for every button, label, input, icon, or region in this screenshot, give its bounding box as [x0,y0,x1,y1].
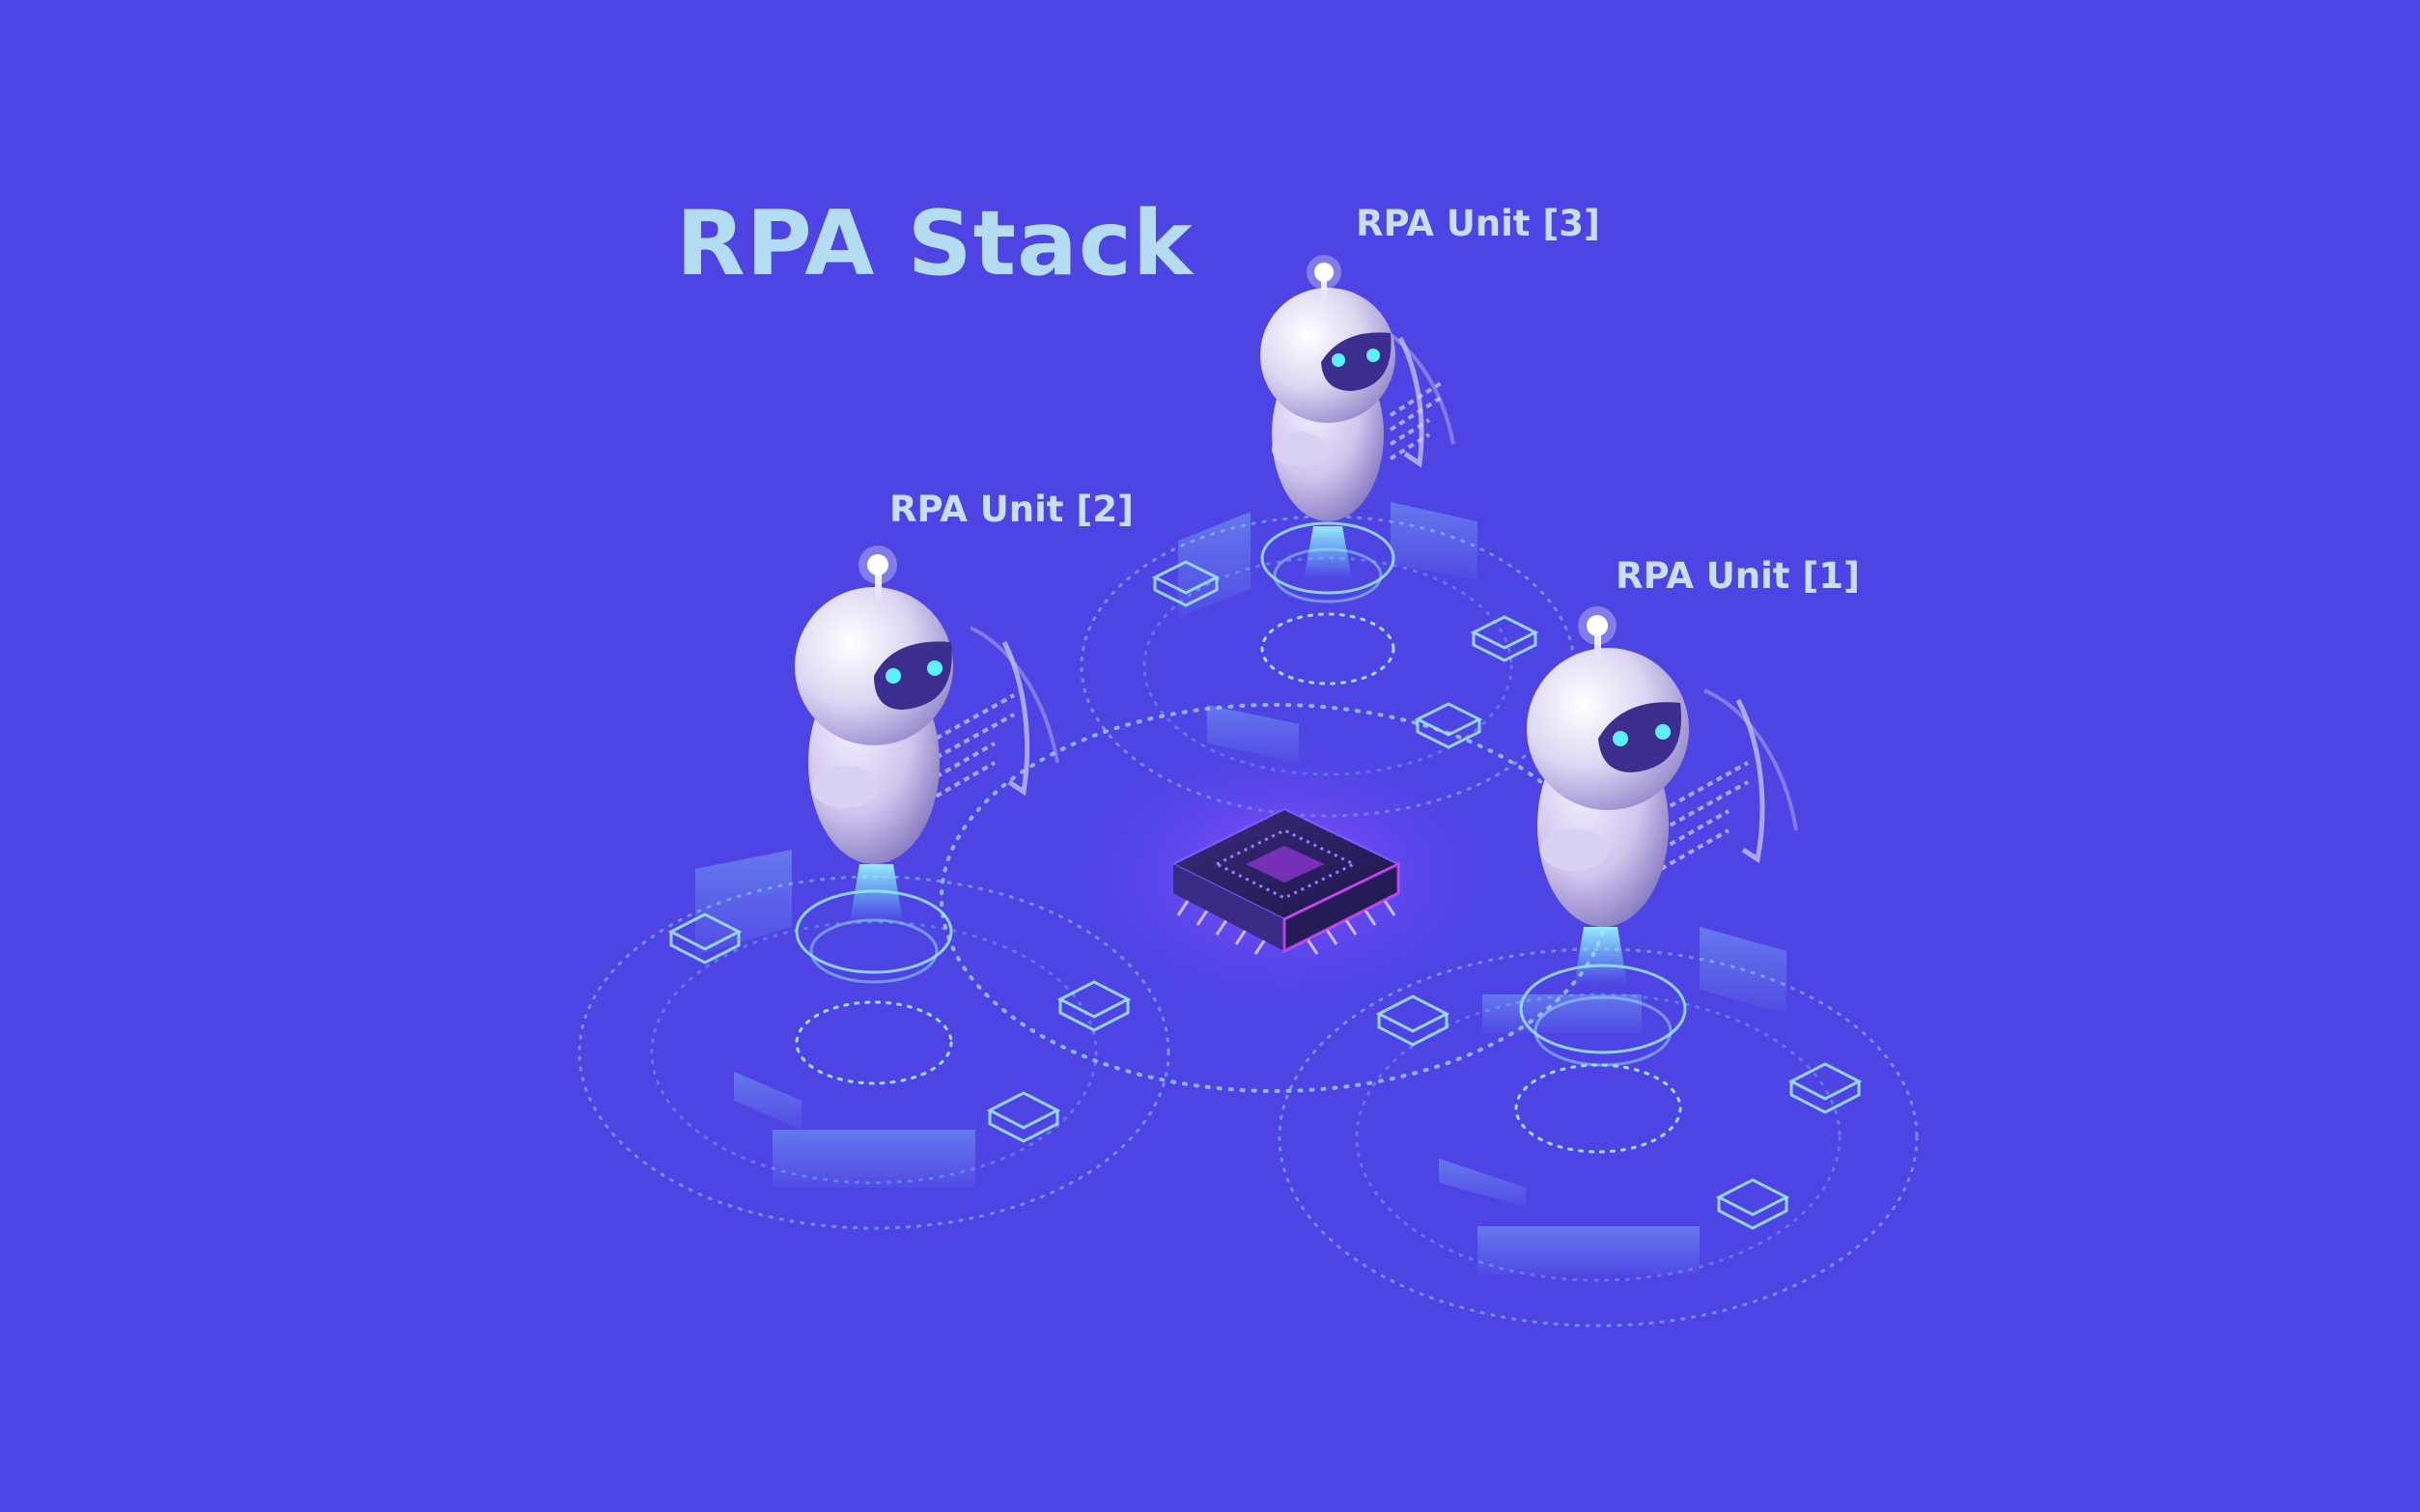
tile-icon [667,560,1863,1230]
robot-icon [1527,606,1798,985]
unit-label-3: RPA Unit [3] [1356,203,1600,244]
unit-label-2: RPA Unit [2] [889,489,1134,530]
panel-arcs [695,502,1787,1274]
unit-label-1: RPA Unit [1] [1616,555,1860,597]
processor-chip-icon [1062,729,1506,1019]
robot-icon [1260,255,1455,579]
diagram-title: RPA Stack [676,191,1194,295]
robot-icon [795,546,1059,922]
